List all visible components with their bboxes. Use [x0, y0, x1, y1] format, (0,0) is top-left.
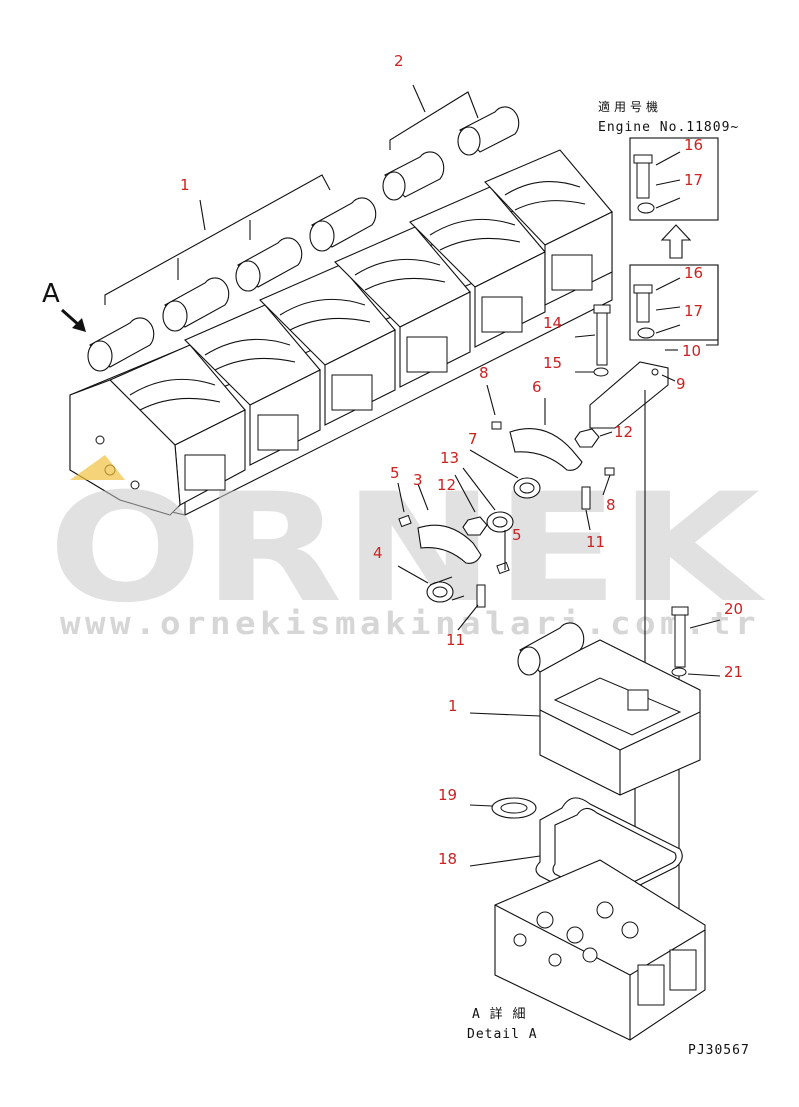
callout-5b: 5 [512, 526, 522, 544]
callout-8b: 8 [606, 496, 616, 514]
callout-1-detail: 1 [448, 697, 458, 715]
callout-18: 18 [438, 850, 457, 868]
callout-19: 19 [438, 786, 457, 804]
cylinder-head-covers [109, 149, 613, 506]
callout-10: 10 [682, 342, 701, 360]
callout-2: 2 [394, 52, 404, 70]
rocker-arm-parts [397, 304, 680, 1000]
callout-12a: 12 [614, 423, 633, 441]
callout-16b: 16 [684, 264, 703, 282]
rocker-housings [382, 106, 520, 201]
watermark: ORNEK www.ornekismakinalari.com.tr [48, 455, 766, 642]
watermark-brand: ORNEK [48, 462, 766, 636]
drawing-code: PJ30567 [688, 1043, 750, 1058]
detail-a-jp: A 詳 細 [472, 1006, 526, 1022]
view-arrow-icon [61, 308, 86, 332]
callout-numbers: 1 2 3 4 5 5 6 7 8 8 9 10 11 11 12 12 13 … [180, 52, 743, 868]
callout-21: 21 [724, 663, 743, 681]
callout-17a: 17 [684, 171, 703, 189]
engine-head-assembly [69, 84, 613, 516]
callout-17b: 17 [684, 302, 703, 320]
detail-a-en: Detail A [467, 1027, 538, 1042]
engine-number-note: 適用号機 Engine No.11809~ [598, 99, 739, 351]
view-a-label: A [42, 279, 60, 309]
callout-20: 20 [724, 600, 743, 618]
callout-13: 13 [440, 449, 459, 467]
watermark-url: www.ornekismakinalari.com.tr [60, 606, 760, 642]
up-arrow-icon [660, 224, 692, 259]
intake-tubes [87, 197, 377, 372]
callout-12b: 12 [437, 476, 456, 494]
callout-4: 4 [373, 544, 383, 562]
callout-5a: 5 [390, 464, 400, 482]
callout-3: 3 [413, 471, 423, 489]
callout-8a: 8 [479, 364, 489, 382]
applicable-engine-jp: 適用号機 [598, 99, 662, 114]
callout-7: 7 [468, 430, 478, 448]
callout-15: 15 [543, 354, 562, 372]
applicable-engine-en: Engine No.11809~ [598, 120, 739, 135]
callout-11a: 11 [586, 533, 605, 551]
callout-11b: 11 [446, 631, 465, 649]
callout-6: 6 [532, 378, 542, 396]
detail-a-assembly: A 詳 細 Detail A PJ30567 [467, 606, 750, 1058]
callout-9: 9 [676, 375, 686, 393]
callout-1: 1 [180, 176, 190, 194]
watermark-logo-icon [70, 455, 125, 480]
callout-14: 14 [543, 314, 562, 332]
callout-16a: 16 [684, 136, 703, 154]
